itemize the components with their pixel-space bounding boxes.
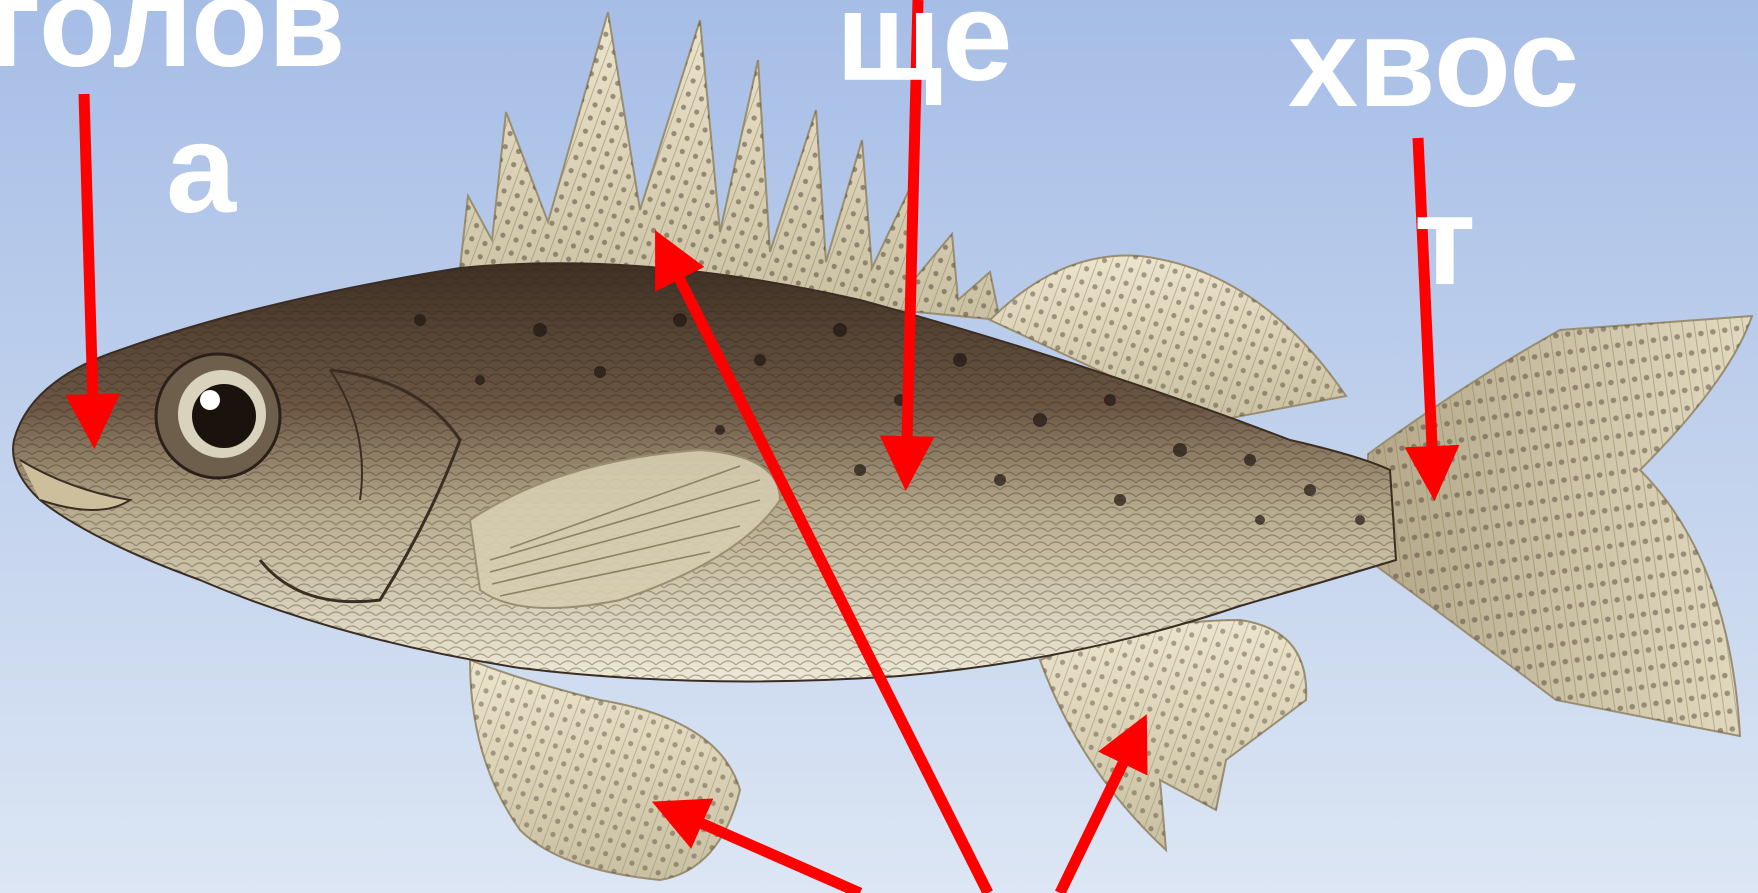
- label-tail-line1: хвос: [1288, 0, 1579, 126]
- label-tail-line2: т: [1414, 178, 1476, 304]
- label-body-line1: ще: [836, 0, 1012, 100]
- label-head-line1: голов: [0, 0, 345, 86]
- fish-eye: [156, 354, 280, 478]
- label-head-line2: а: [166, 106, 236, 232]
